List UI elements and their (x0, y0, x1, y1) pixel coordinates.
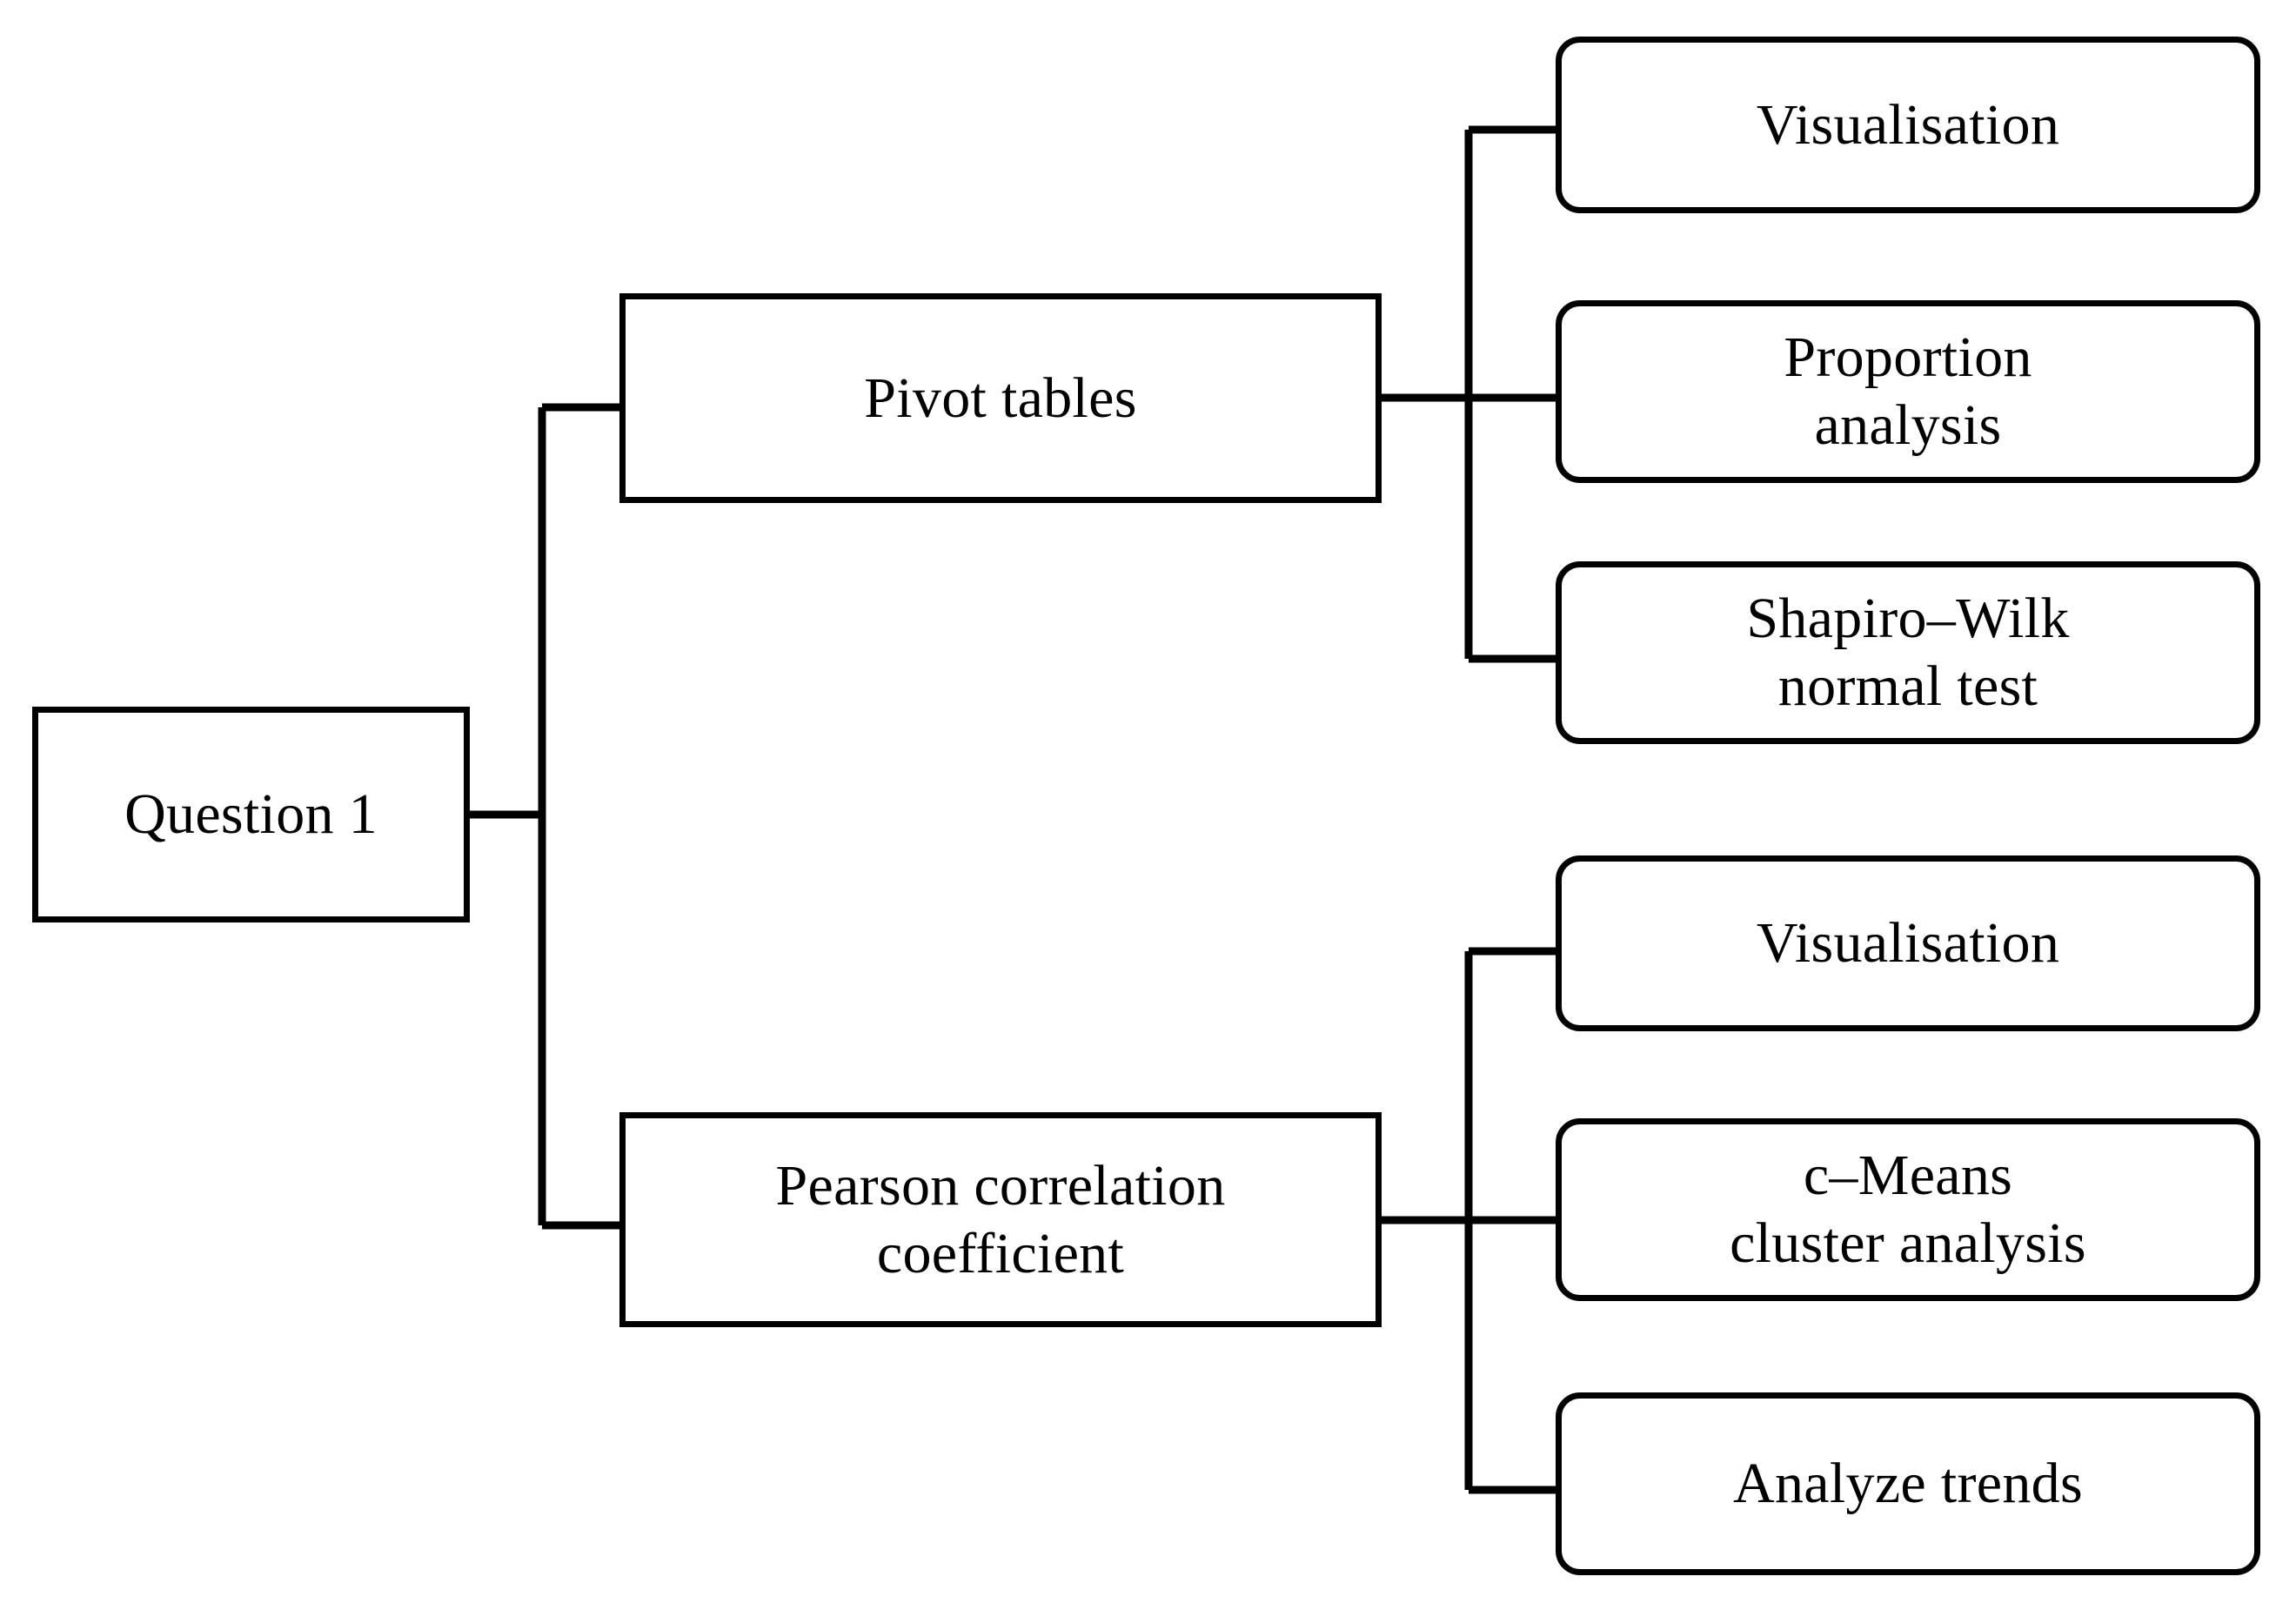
node-pivot-tables[interactable]: Pivot tables (619, 293, 1382, 503)
node-visualisation-1-label: Visualisation (1756, 92, 2060, 157)
node-pearson-correlation-coefficient[interactable]: Pearson correlation coefficient (619, 1112, 1382, 1327)
node-analyze-trends-label: Analyze trends (1733, 1452, 2083, 1516)
node-question-1[interactable]: Question 1 (32, 707, 470, 922)
node-visualisation-2[interactable]: Visualisation (1556, 855, 2260, 1031)
node-c-means-cluster-analysis[interactable]: c–Means cluster analysis (1556, 1118, 2260, 1301)
node-analyze-trends[interactable]: Analyze trends (1556, 1392, 2260, 1575)
node-shapiro-wilk-normal-test[interactable]: Shapiro–Wilk normal test (1556, 561, 2260, 744)
node-proportion-analysis[interactable]: Proportion analysis (1556, 300, 2260, 483)
node-pearson-correlation-coefficient-label: Pearson correlation coefficient (775, 1153, 1226, 1285)
node-visualisation-1[interactable]: Visualisation (1556, 37, 2260, 213)
node-proportion-analysis-label: Proportion analysis (1784, 325, 2032, 457)
node-pivot-tables-label: Pivot tables (864, 366, 1137, 430)
node-visualisation-2-label: Visualisation (1756, 911, 2060, 976)
node-question-1-label: Question 1 (124, 782, 378, 847)
node-shapiro-wilk-normal-test-label: Shapiro–Wilk normal test (1746, 587, 2070, 718)
node-c-means-cluster-analysis-label: c–Means cluster analysis (1730, 1144, 2086, 1275)
